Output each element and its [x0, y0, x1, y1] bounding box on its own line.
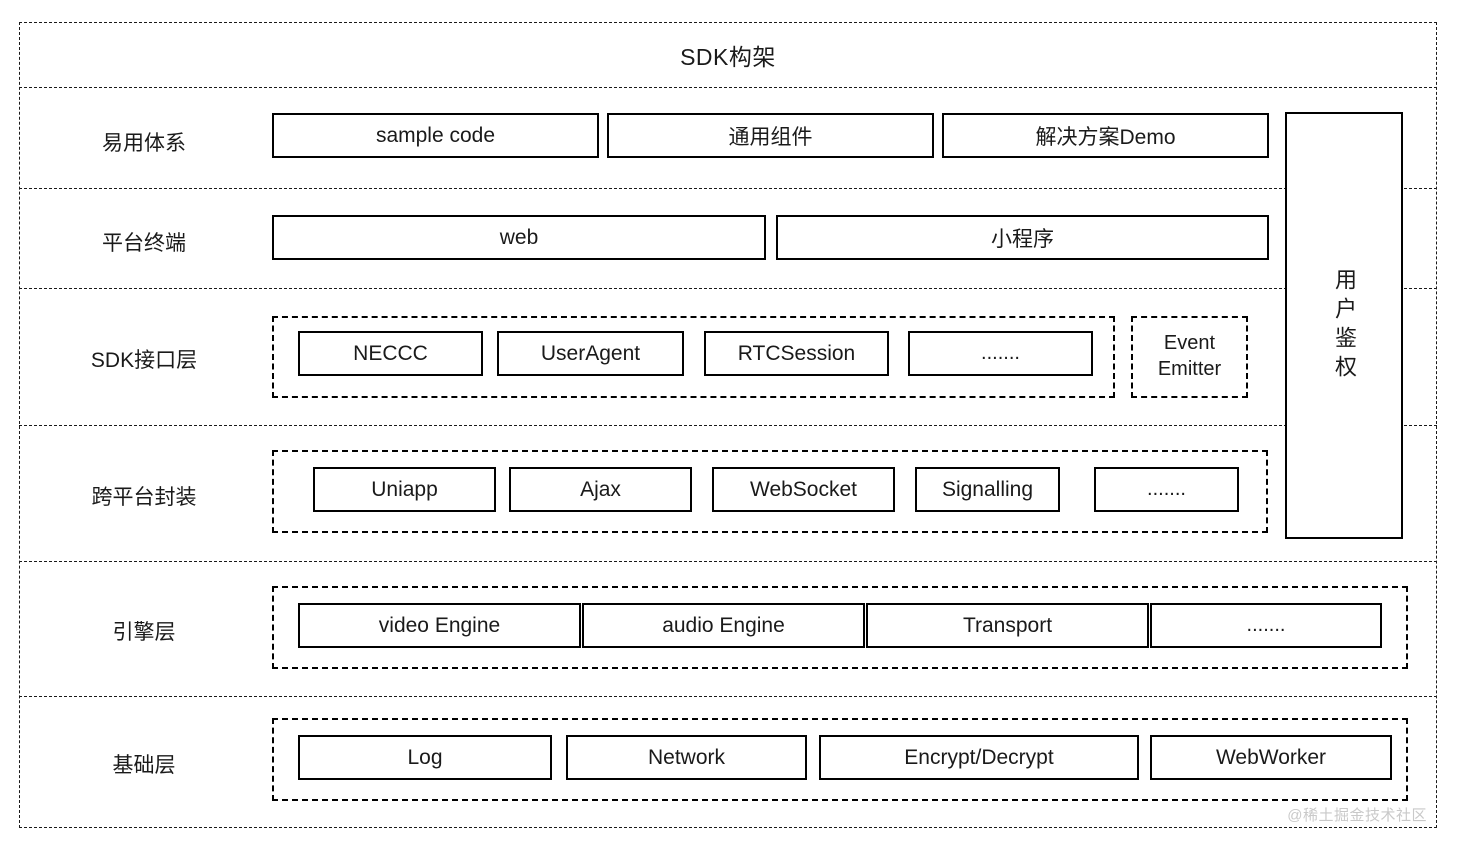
item-label: Network — [647, 745, 726, 769]
item-rtcsession[interactable]: RTCSession — [704, 331, 889, 376]
group-base — [272, 718, 1408, 801]
layer-row-platform: 平台终端 web 小程序 — [19, 188, 1437, 288]
item-video-engine[interactable]: video Engine — [298, 603, 581, 648]
layer-row-base: 基础层 Log Network Encrypt/Decrypt WebWorke… — [19, 696, 1437, 828]
item-label: video Engine — [378, 613, 501, 637]
item-label: ....... — [981, 342, 1020, 364]
item-ajax[interactable]: Ajax — [509, 467, 692, 512]
item-web[interactable]: web — [272, 215, 766, 260]
item-more-engine[interactable]: ....... — [1150, 603, 1382, 648]
item-label: Encrypt/Decrypt — [904, 745, 1054, 769]
item-label: Transport — [962, 613, 1053, 637]
item-sample-code[interactable]: sample code — [272, 113, 599, 158]
item-label: ....... — [1147, 478, 1186, 500]
group-sdk-interface — [272, 316, 1115, 398]
group-cross-platform — [272, 450, 1268, 533]
layer-row-sdk-interface: SDK接口层 NECCC UserAgent RTCSession ......… — [19, 288, 1437, 425]
item-label: WebSocket — [750, 477, 857, 501]
item-log[interactable]: Log — [298, 735, 552, 780]
item-label: audio Engine — [662, 613, 785, 637]
item-label: WebWorker — [1215, 745, 1327, 769]
layer-label-base: 基础层 — [112, 754, 176, 777]
auth-column-label: 用户鉴权 — [1332, 267, 1357, 384]
item-label: Log — [407, 745, 443, 769]
row-separator-2 — [19, 188, 1437, 189]
item-label: 解决方案Demo — [1035, 125, 1176, 149]
item-neccc[interactable]: NECCC — [298, 331, 483, 376]
item-label: sample code — [375, 123, 496, 147]
watermark: @稀土掘金技术社区 — [1287, 807, 1427, 824]
item-audio-engine[interactable]: audio Engine — [582, 603, 865, 648]
layer-label-engine: 引擎层 — [112, 621, 176, 644]
group-engine — [272, 586, 1408, 669]
layer-label-usability: 易用体系 — [102, 132, 186, 155]
item-label: Uniapp — [371, 477, 438, 501]
item-solution-demo[interactable]: 解决方案Demo — [942, 113, 1269, 158]
item-webworker[interactable]: WebWorker — [1150, 735, 1392, 780]
diagram-title: SDK构架 — [680, 43, 776, 70]
item-uniapp[interactable]: Uniapp — [313, 467, 496, 512]
item-more-cross-platform[interactable]: ....... — [1094, 467, 1239, 512]
item-common-components[interactable]: 通用组件 — [607, 113, 934, 158]
item-label: web — [499, 225, 539, 249]
item-encrypt-decrypt[interactable]: Encrypt/Decrypt — [819, 735, 1139, 780]
item-label: RTCSession — [737, 341, 856, 365]
item-label: UserAgent — [540, 341, 641, 365]
row-separator-3 — [19, 288, 1437, 289]
item-transport[interactable]: Transport — [866, 603, 1149, 648]
item-miniprogram[interactable]: 小程序 — [776, 215, 1269, 260]
item-label: ....... — [1246, 614, 1286, 636]
diagram-title-band: SDK构架 — [19, 22, 1437, 87]
auth-column-box[interactable]: 用户鉴权 — [1285, 112, 1403, 539]
item-event-emitter[interactable]: Event Emitter — [1131, 316, 1248, 398]
layer-label-platform: 平台终端 — [102, 232, 186, 255]
row-separator-6 — [19, 696, 1437, 697]
item-more-sdk-interface[interactable]: ....... — [908, 331, 1093, 376]
row-separator-1 — [19, 87, 1437, 88]
layer-row-engine: 引擎层 video Engine audio Engine Transport … — [19, 561, 1437, 696]
item-useragent[interactable]: UserAgent — [497, 331, 684, 376]
event-emitter-line-1: Event — [1163, 332, 1216, 355]
layer-row-cross-platform: 跨平台封装 Uniapp Ajax WebSocket Signalling .… — [19, 425, 1437, 561]
item-websocket[interactable]: WebSocket — [712, 467, 895, 512]
event-emitter-line-2: Emitter — [1157, 358, 1222, 380]
item-label: 通用组件 — [728, 125, 813, 149]
layer-label-cross-platform: 跨平台封装 — [91, 486, 197, 509]
item-label: Ajax — [580, 477, 621, 501]
layer-row-usability: 易用体系 sample code 通用组件 解决方案Demo — [19, 87, 1437, 188]
item-label: 小程序 — [991, 227, 1054, 251]
item-signalling[interactable]: Signalling — [915, 467, 1060, 512]
item-label: NECCC — [353, 341, 428, 365]
row-separator-4 — [19, 425, 1437, 426]
row-separator-5 — [19, 561, 1437, 562]
item-network[interactable]: Network — [566, 735, 807, 780]
item-label: Signalling — [941, 477, 1034, 501]
layer-label-sdk-interface: SDK接口层 — [90, 349, 198, 372]
